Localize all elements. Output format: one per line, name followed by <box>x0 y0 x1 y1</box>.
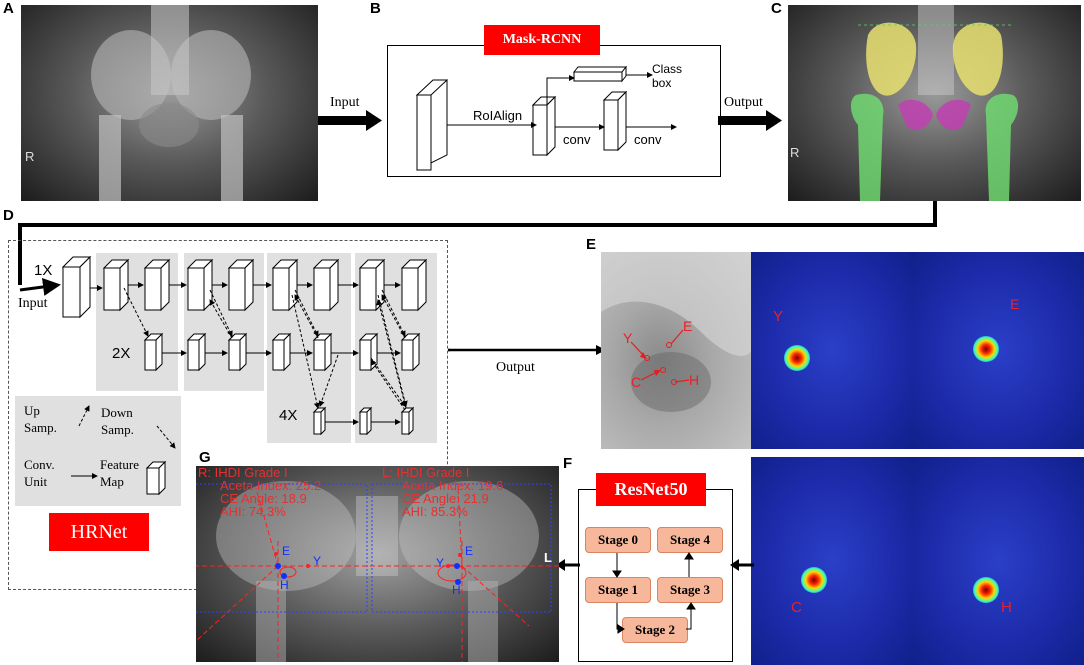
landmark-y-label: Y <box>623 330 633 346</box>
input-arrow-label: Input <box>330 95 360 110</box>
roialign-label: RoIAlign <box>473 108 523 123</box>
output-arrow-b <box>718 110 782 131</box>
mask-rcnn-diagram <box>415 65 677 171</box>
g-mark-l: L <box>544 550 552 565</box>
panel-label-e: E <box>586 236 597 253</box>
heatmap-h: H <box>913 457 1084 665</box>
right-ahi: AHI: 74.3% <box>220 504 286 519</box>
resnet-title: ResNet50 <box>596 473 706 506</box>
xray-crop-e: Y E C H <box>601 252 751 449</box>
legend-feature-map: Feature Map <box>100 457 139 489</box>
right-ce-angle: CE Angle: 18.9 <box>220 491 307 506</box>
g-mark-h-left: H <box>452 583 461 597</box>
left-aceta-index: Aceta Index: 19.6 <box>402 478 504 493</box>
marker-r-c: R <box>790 145 800 160</box>
xray-image-c: R <box>788 5 1081 201</box>
left-ce-angle: CE Angle: 21.9 <box>402 491 489 506</box>
landmark-h-label: H <box>689 372 700 388</box>
xray-result-g: R: IHDI Grade I Aceta Index: 25.2 CE Ang… <box>196 466 559 662</box>
hrnet-input-label: Input <box>18 296 48 311</box>
heatmap-c: C <box>751 457 913 665</box>
landmark-overlay <box>601 252 751 412</box>
arrow-f-to-g <box>556 559 580 571</box>
g-mark-e-right: E <box>282 544 291 558</box>
heatmap-e-label: E <box>1010 296 1020 312</box>
class-box-label: Class box <box>652 62 683 90</box>
heatmap-y-label: Y <box>773 308 784 325</box>
hrnet-title: HRNet <box>49 513 149 551</box>
pelvis-drawing-a <box>91 5 251 201</box>
heatmap-y: Y <box>751 252 913 449</box>
marker-r-a: R <box>25 149 35 164</box>
panel-label-f: F <box>563 455 573 472</box>
output-arrow-label-b: Output <box>724 95 763 110</box>
arrow-e-to-f <box>730 559 754 571</box>
c-to-d-connector <box>18 201 937 285</box>
conv-label-2: conv <box>634 132 662 147</box>
stage-4: Stage 4 <box>657 527 723 553</box>
panel-label-b: B <box>370 0 381 17</box>
panel-label-c: C <box>771 0 782 17</box>
scale-4x-label: 4X <box>279 407 298 424</box>
legend-down-samp: Down Samp. <box>101 405 134 437</box>
stage-3: Stage 3 <box>657 577 723 603</box>
scale-2x-label: 2X <box>112 345 131 362</box>
g-mark-e-left: E <box>465 544 474 558</box>
left-ahi: AHI: 85.3% <box>402 504 468 519</box>
legend-conv-unit: Conv. Unit <box>24 457 55 489</box>
panel-label-a: A <box>3 0 14 17</box>
g-mark-y-right: Y <box>313 554 322 568</box>
panel-label-g: G <box>199 449 211 466</box>
stage-1: Stage 1 <box>585 577 651 603</box>
landmark-c-label: C <box>631 374 642 390</box>
measurement-overlay <box>196 481 559 662</box>
g-mark-h-right: H <box>280 578 289 592</box>
right-aceta-index: Aceta Index: 25.2 <box>220 478 322 493</box>
scale-1x-label: 1X <box>34 262 53 279</box>
heatmap-e: E <box>913 252 1084 449</box>
left-grade: L: IHDI Grade I <box>382 466 470 480</box>
legend-symbols <box>71 405 176 496</box>
heatmap-c-label: C <box>791 599 802 616</box>
conv-label-1: conv <box>563 132 591 147</box>
hrnet-diagram <box>19 255 450 436</box>
right-grade: R: IHDI Grade I <box>198 466 288 480</box>
input-arrow <box>318 110 382 131</box>
panel-label-d: D <box>3 207 14 224</box>
stage-0: Stage 0 <box>585 527 651 553</box>
output-arrow-label-d: Output <box>496 360 535 375</box>
legend-up-samp: Up Samp. <box>24 403 57 435</box>
g-mark-y-left: Y <box>436 556 445 570</box>
stage-2: Stage 2 <box>622 617 688 643</box>
resnet-arrows <box>612 552 696 634</box>
output-arrow-d <box>448 345 606 355</box>
segmentation-overlay <box>850 5 1019 201</box>
mask-rcnn-title: Mask-RCNN <box>484 25 600 55</box>
landmark-e-label: E <box>683 318 693 334</box>
heatmap-h-label: H <box>1001 599 1012 616</box>
xray-image-a: R <box>21 5 318 201</box>
